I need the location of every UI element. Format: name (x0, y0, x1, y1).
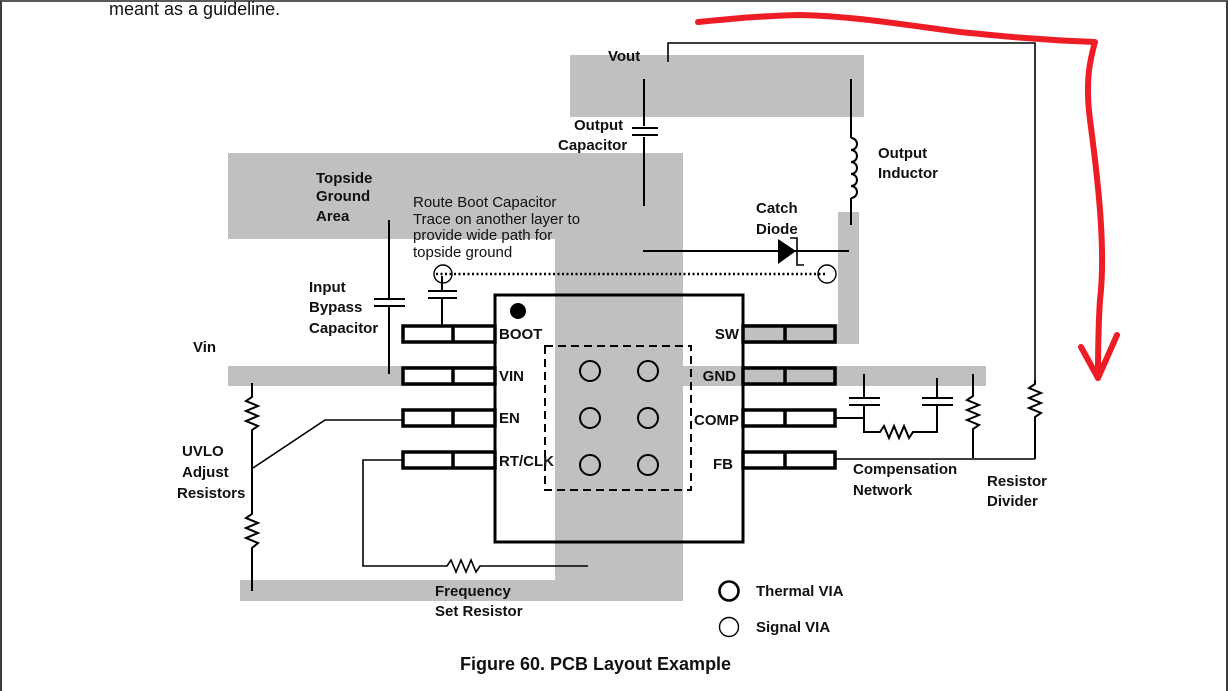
thermal-via (579, 454, 601, 476)
label-output-inductor-2: Inductor (878, 165, 938, 182)
signal-via-sw (817, 264, 837, 284)
label-topside-1: Topside (316, 170, 372, 187)
label-vin: Vin (193, 339, 216, 356)
bottom-ground-copper (240, 580, 683, 601)
ground-spine-copper (555, 239, 683, 601)
route-note-3: provide wide path for (413, 227, 552, 244)
label-input-bypass-3: Capacitor (309, 320, 378, 337)
label-uvlo-3: Resistors (177, 485, 245, 502)
label-frequency-1: Frequency (435, 583, 512, 600)
pad-en (401, 408, 497, 428)
thermal-via (637, 454, 659, 476)
pin-label-comp: COMP (694, 412, 739, 429)
output-capacitor (632, 79, 658, 206)
label-output-capacitor-1: Output (574, 117, 623, 134)
route-note-2: Trace on another layer to (413, 211, 580, 228)
thermal-vias (579, 360, 659, 476)
label-input-bypass-2: Bypass (309, 299, 362, 316)
frequency-set-resistor (362, 459, 588, 575)
legend-signal-via: Signal VIA (756, 619, 830, 636)
pin-label-en: EN (499, 410, 520, 427)
label-divider-1: Resistor (987, 473, 1047, 490)
figure-caption: Figure 60. PCB Layout Example (460, 654, 731, 674)
catch-diode (643, 237, 849, 266)
vout-copper (570, 55, 864, 117)
route-note-4: topside ground (413, 244, 512, 261)
pad-sw (741, 324, 837, 344)
pin-label-sw: SW (715, 326, 740, 343)
legend-thermal-via: Thermal VIA (756, 583, 844, 600)
pad-boot (401, 324, 497, 344)
pad-fb (741, 450, 837, 470)
output-inductor (850, 79, 858, 225)
label-output-inductor-1: Output (878, 145, 927, 162)
label-topside-3: Area (316, 208, 350, 225)
pin-label-rtclk: RT/CLK (499, 453, 554, 470)
pad-gnd (741, 366, 837, 386)
topside-ground-copper (228, 153, 683, 239)
right-pads (741, 324, 837, 470)
route-note-1: Route Boot Capacitor (413, 194, 556, 211)
uvlo-resistors (243, 383, 403, 591)
intro-text: meant as a guideline. (109, 0, 281, 19)
resistor-divider (835, 380, 1044, 460)
label-frequency-2: Set Resistor (435, 603, 523, 620)
thermal-via (637, 407, 659, 429)
label-uvlo-2: Adjust (182, 464, 229, 481)
pin-label-vin: VIN (499, 368, 524, 385)
label-topside-2: Ground (316, 188, 370, 205)
label-catch-diode-1: Catch (756, 200, 798, 217)
compensation-network (835, 374, 982, 458)
boot-capacitor (428, 276, 457, 326)
label-catch-diode-2: Diode (756, 221, 798, 238)
label-input-bypass-1: Input (309, 279, 346, 296)
signal-via-icon (718, 616, 740, 638)
pin-label-gnd: GND (703, 368, 737, 385)
pad-rtclk (401, 450, 497, 470)
pad-vin (401, 366, 497, 386)
left-pads (401, 324, 497, 470)
label-compensation-1: Compensation (853, 461, 957, 478)
pin-label-fb: FB (713, 456, 733, 473)
label-uvlo-1: UVLO (182, 443, 224, 460)
thermal-via (637, 360, 659, 382)
input-bypass-capacitor (374, 220, 405, 374)
label-compensation-2: Network (853, 482, 913, 499)
pad-comp (741, 408, 837, 428)
thermal-pad (544, 345, 692, 491)
label-divider-2: Divider (987, 493, 1038, 510)
sw-copper-vertical (838, 212, 859, 344)
thermal-via-icon (718, 580, 740, 602)
thermal-via (579, 360, 601, 382)
pin-label-boot: BOOT (499, 326, 542, 343)
label-output-capacitor-2: Capacitor (558, 137, 627, 154)
pin1-marker (510, 303, 526, 319)
vout-sense-trace (667, 42, 1036, 380)
label-vout: Vout (608, 48, 640, 65)
thermal-via (579, 407, 601, 429)
legend: Thermal VIA Signal VIA (718, 580, 844, 638)
red-arrow-annotation (695, 12, 1120, 381)
